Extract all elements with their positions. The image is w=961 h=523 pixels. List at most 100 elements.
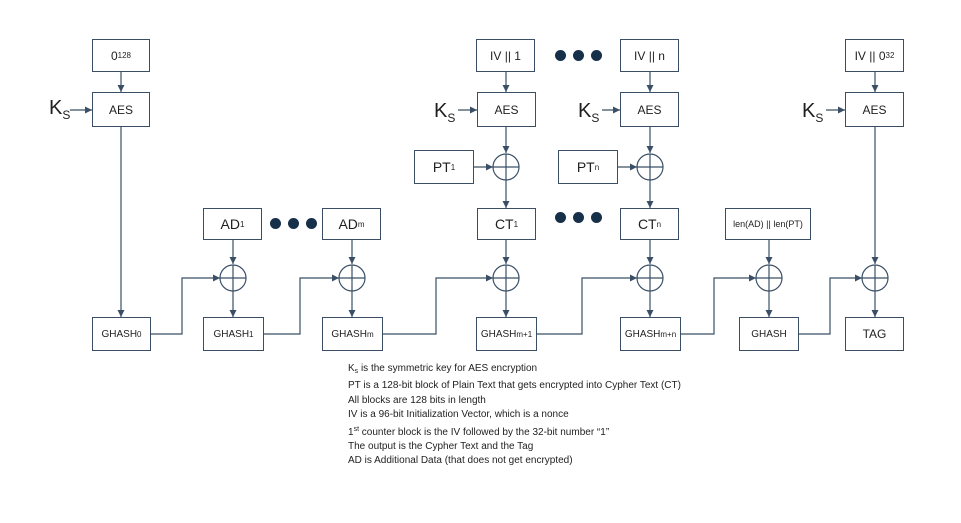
tag-box: TAG [845, 317, 904, 351]
dot [573, 212, 584, 223]
ghash-m-text: GHASH [331, 328, 367, 340]
key-letter: K [802, 100, 816, 122]
note-counter-sup: st [353, 425, 360, 433]
note-counter: 1st counter block is the IV followed by … [348, 423, 681, 440]
note-counter-pre: 1 [348, 426, 354, 438]
iv-n-box: IV || n [620, 39, 679, 72]
ellipsis-dots-ct [555, 212, 602, 223]
key-ks-4: KS [802, 100, 823, 125]
key-sub: S [591, 111, 600, 125]
note-output: The output is the Cypher Text and the Ta… [348, 441, 534, 453]
note-iv: IV is a 96-bit Initialization Vector, wh… [348, 409, 569, 421]
notes-block: Ks is the symmetric key for AES encrypti… [348, 362, 681, 469]
ct-1-sub: 1 [513, 219, 519, 229]
zero-block-text: 0 [110, 48, 118, 63]
aes-box-2: AES [477, 92, 536, 127]
aes-label: AES [108, 102, 133, 117]
ghash-m1-sub: m+1 [516, 329, 533, 339]
ct-n-sub: n [656, 219, 662, 229]
key-ks-1: KS [49, 97, 70, 122]
key-letter: K [578, 100, 592, 122]
tag-label: TAG [862, 327, 887, 341]
ad-1-sub: 1 [240, 219, 245, 229]
key-ks-2: KS [434, 100, 455, 125]
aes-label: AES [862, 102, 887, 117]
ghash-m-sub: m [366, 329, 374, 339]
pt-n-sub: n [594, 162, 600, 172]
xor-pt1-icon [492, 153, 520, 181]
aes-box-3: AES [620, 92, 679, 127]
dot [555, 212, 566, 223]
aes-label: AES [494, 102, 519, 117]
ghash-m1-text: GHASH [480, 328, 517, 340]
key-letter: K [434, 100, 448, 122]
note-key-pre: K [348, 363, 355, 374]
ghash-mn-sub: m+n [660, 329, 677, 339]
ad-m-sub: m [357, 219, 365, 229]
ghash-0-text: GHASH [101, 328, 138, 340]
key-sub: S [62, 108, 71, 122]
iv-n-label: IV || n [634, 48, 665, 63]
iv-1-label: IV || 1 [490, 48, 521, 63]
len-label: len(AD) || len(PT) [733, 219, 803, 229]
ghash-label: GHASH [751, 328, 787, 340]
aes-box-4: AES [845, 92, 904, 127]
dot [591, 212, 602, 223]
note-pt: PT is a 128-bit block of Plain Text that… [348, 380, 681, 392]
dot [591, 50, 602, 61]
dot [306, 218, 317, 229]
ghash-mn-text: GHASH [624, 328, 661, 340]
zero-block-sup: 128 [117, 51, 132, 60]
key-ks-3: KS [578, 100, 599, 125]
len-box: len(AD) || len(PT) [725, 208, 811, 240]
dot [288, 218, 299, 229]
ct-1-text: CT [494, 216, 514, 232]
xor-adm-icon [338, 264, 366, 292]
dot [270, 218, 281, 229]
ghash-1-text: GHASH [213, 328, 250, 340]
ghash-box: GHASH [739, 317, 799, 351]
xor-ct1-icon [492, 264, 520, 292]
xor-ad1-icon [219, 264, 247, 292]
pt-n-text: PT [576, 159, 595, 175]
note-ad: AD is Additional Data (that does not get… [348, 455, 573, 467]
xor-ptn-icon [636, 153, 664, 181]
ellipsis-dots-ad [270, 218, 317, 229]
xor-tag-icon [861, 264, 889, 292]
key-sub: S [815, 111, 824, 125]
aes-label: AES [637, 102, 662, 117]
key-letter: K [49, 97, 63, 119]
iv-zero-text: IV || 0 [854, 48, 886, 63]
dot [573, 50, 584, 61]
note-key-post: is the symmetric key for AES encryption [358, 363, 538, 374]
note-counter-post: counter block is the IV followed by the … [359, 426, 610, 438]
pt-1-text: PT [432, 159, 451, 175]
note-key: Ks is the symmetric key for AES encrypti… [348, 362, 681, 379]
ghash-1-sub: 1 [249, 329, 254, 339]
pt-1-sub: 1 [450, 162, 456, 172]
xor-ctn-icon [636, 264, 664, 292]
ad-m-text: AD [338, 216, 358, 232]
note-blocks: All blocks are 128 bits in length [348, 394, 486, 406]
iv-1-box: IV || 1 [476, 39, 535, 72]
note-key-sub: s [354, 368, 359, 375]
key-sub: S [447, 111, 456, 125]
ghash-0-sub: 0 [137, 329, 142, 339]
ad-1-text: AD [220, 216, 240, 232]
dot [555, 50, 566, 61]
